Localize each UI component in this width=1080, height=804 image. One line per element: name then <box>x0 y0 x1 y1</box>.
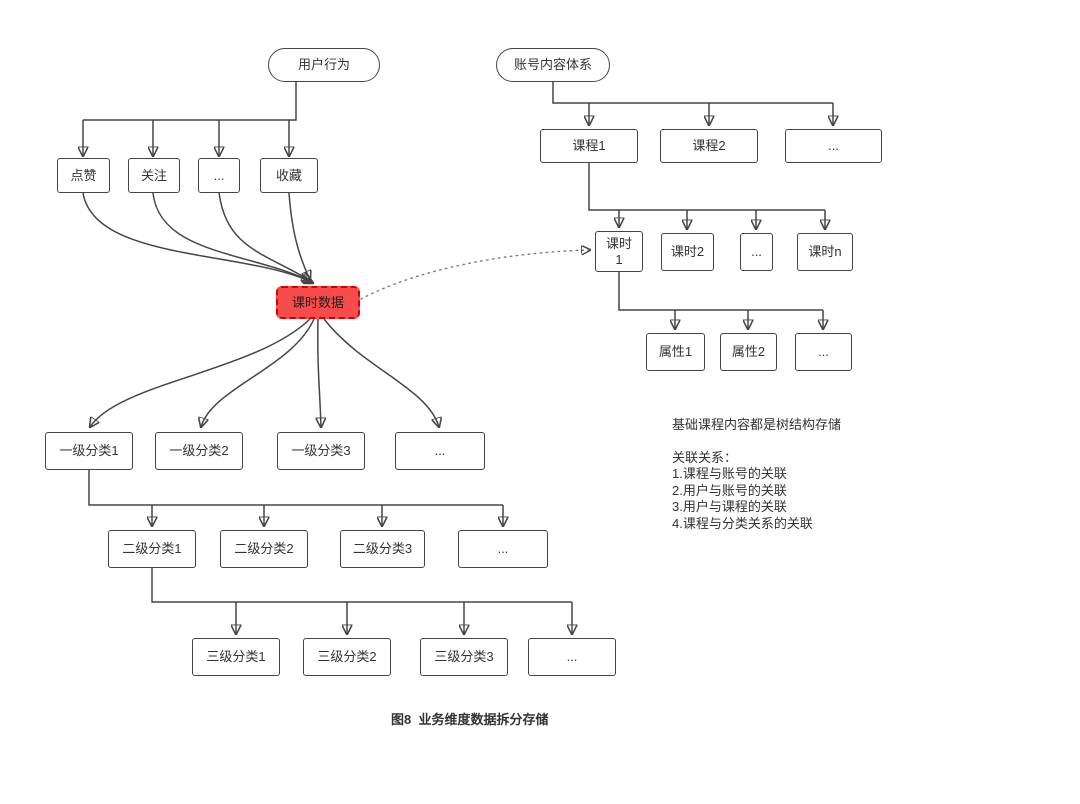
node-level3-category-2: 三级分类2 <box>303 638 391 676</box>
edges-account-to-courses <box>552 82 833 125</box>
node-lesson-n: 课时n <box>797 233 853 271</box>
node-actions-more: ... <box>198 158 240 193</box>
edges-course1-to-lessons <box>588 163 825 229</box>
node-attribute-2: 属性2 <box>720 333 777 371</box>
node-like: 点赞 <box>57 158 110 193</box>
node-lesson-data: 课时数据 <box>276 286 360 319</box>
note-relation-1: 1.课程与账号的关联 <box>672 466 787 481</box>
node-level1-category-1: 一级分类1 <box>45 432 133 470</box>
node-attribute-1: 属性1 <box>646 333 705 371</box>
node-courses-more: ... <box>785 129 882 163</box>
edge-lesson-data-to-lesson1-dotted <box>360 250 590 300</box>
note-gap <box>672 434 912 450</box>
node-level1-category-2: 一级分类2 <box>155 432 243 470</box>
node-level2-category-1: 二级分类1 <box>108 530 196 568</box>
edges-user-behavior-to-actions <box>83 82 297 156</box>
node-level2-category-3: 二级分类3 <box>340 530 425 568</box>
edges-actions-to-lesson-data <box>82 192 313 283</box>
node-level1-category-3: 一级分类3 <box>277 432 365 470</box>
node-follow: 关注 <box>128 158 180 193</box>
edges-level1-to-level2 <box>88 470 503 526</box>
note-relation-4: 4.课程与分类关系的关联 <box>672 515 813 531</box>
note-storage: 基础课程内容都是树结构存储 <box>672 417 842 432</box>
node-level2-more: ... <box>458 530 548 568</box>
node-level3-category-1: 三级分类1 <box>192 638 280 676</box>
node-lesson-1: 课时1 <box>595 231 643 272</box>
node-level2-category-2: 二级分类2 <box>220 530 308 568</box>
node-level1-more: ... <box>395 432 485 470</box>
edges-level2-to-level3 <box>151 568 572 634</box>
annotation-block: 基础课程内容都是树结构存储 关联关系： 1.课程与账号的关联 2.用户与账号的关… <box>672 417 912 532</box>
note-relations-heading: 关联关系： <box>672 449 738 465</box>
node-lessons-more: ... <box>740 233 773 271</box>
node-favorite: 收藏 <box>260 158 318 193</box>
node-course-2: 课程2 <box>660 129 758 163</box>
edges-lesson1-to-attributes <box>618 272 823 329</box>
node-level3-more: ... <box>528 638 616 676</box>
node-course-1: 课程1 <box>540 129 638 163</box>
node-lesson-2: 课时2 <box>661 233 714 271</box>
node-attributes-more: ... <box>795 333 852 371</box>
node-level3-category-3: 三级分类3 <box>420 638 508 676</box>
note-relation-2: 2.用户与账号的关联 <box>672 482 787 498</box>
edges-lesson-data-to-level1-categories <box>90 318 439 427</box>
node-user-behavior: 用户行为 <box>268 48 380 82</box>
note-relation-3: 3.用户与课程的关联 <box>672 499 787 514</box>
figure-caption: 图8 业务维度数据拆分存储 <box>391 712 549 727</box>
node-account-content-system: 账号内容体系 <box>496 48 610 82</box>
